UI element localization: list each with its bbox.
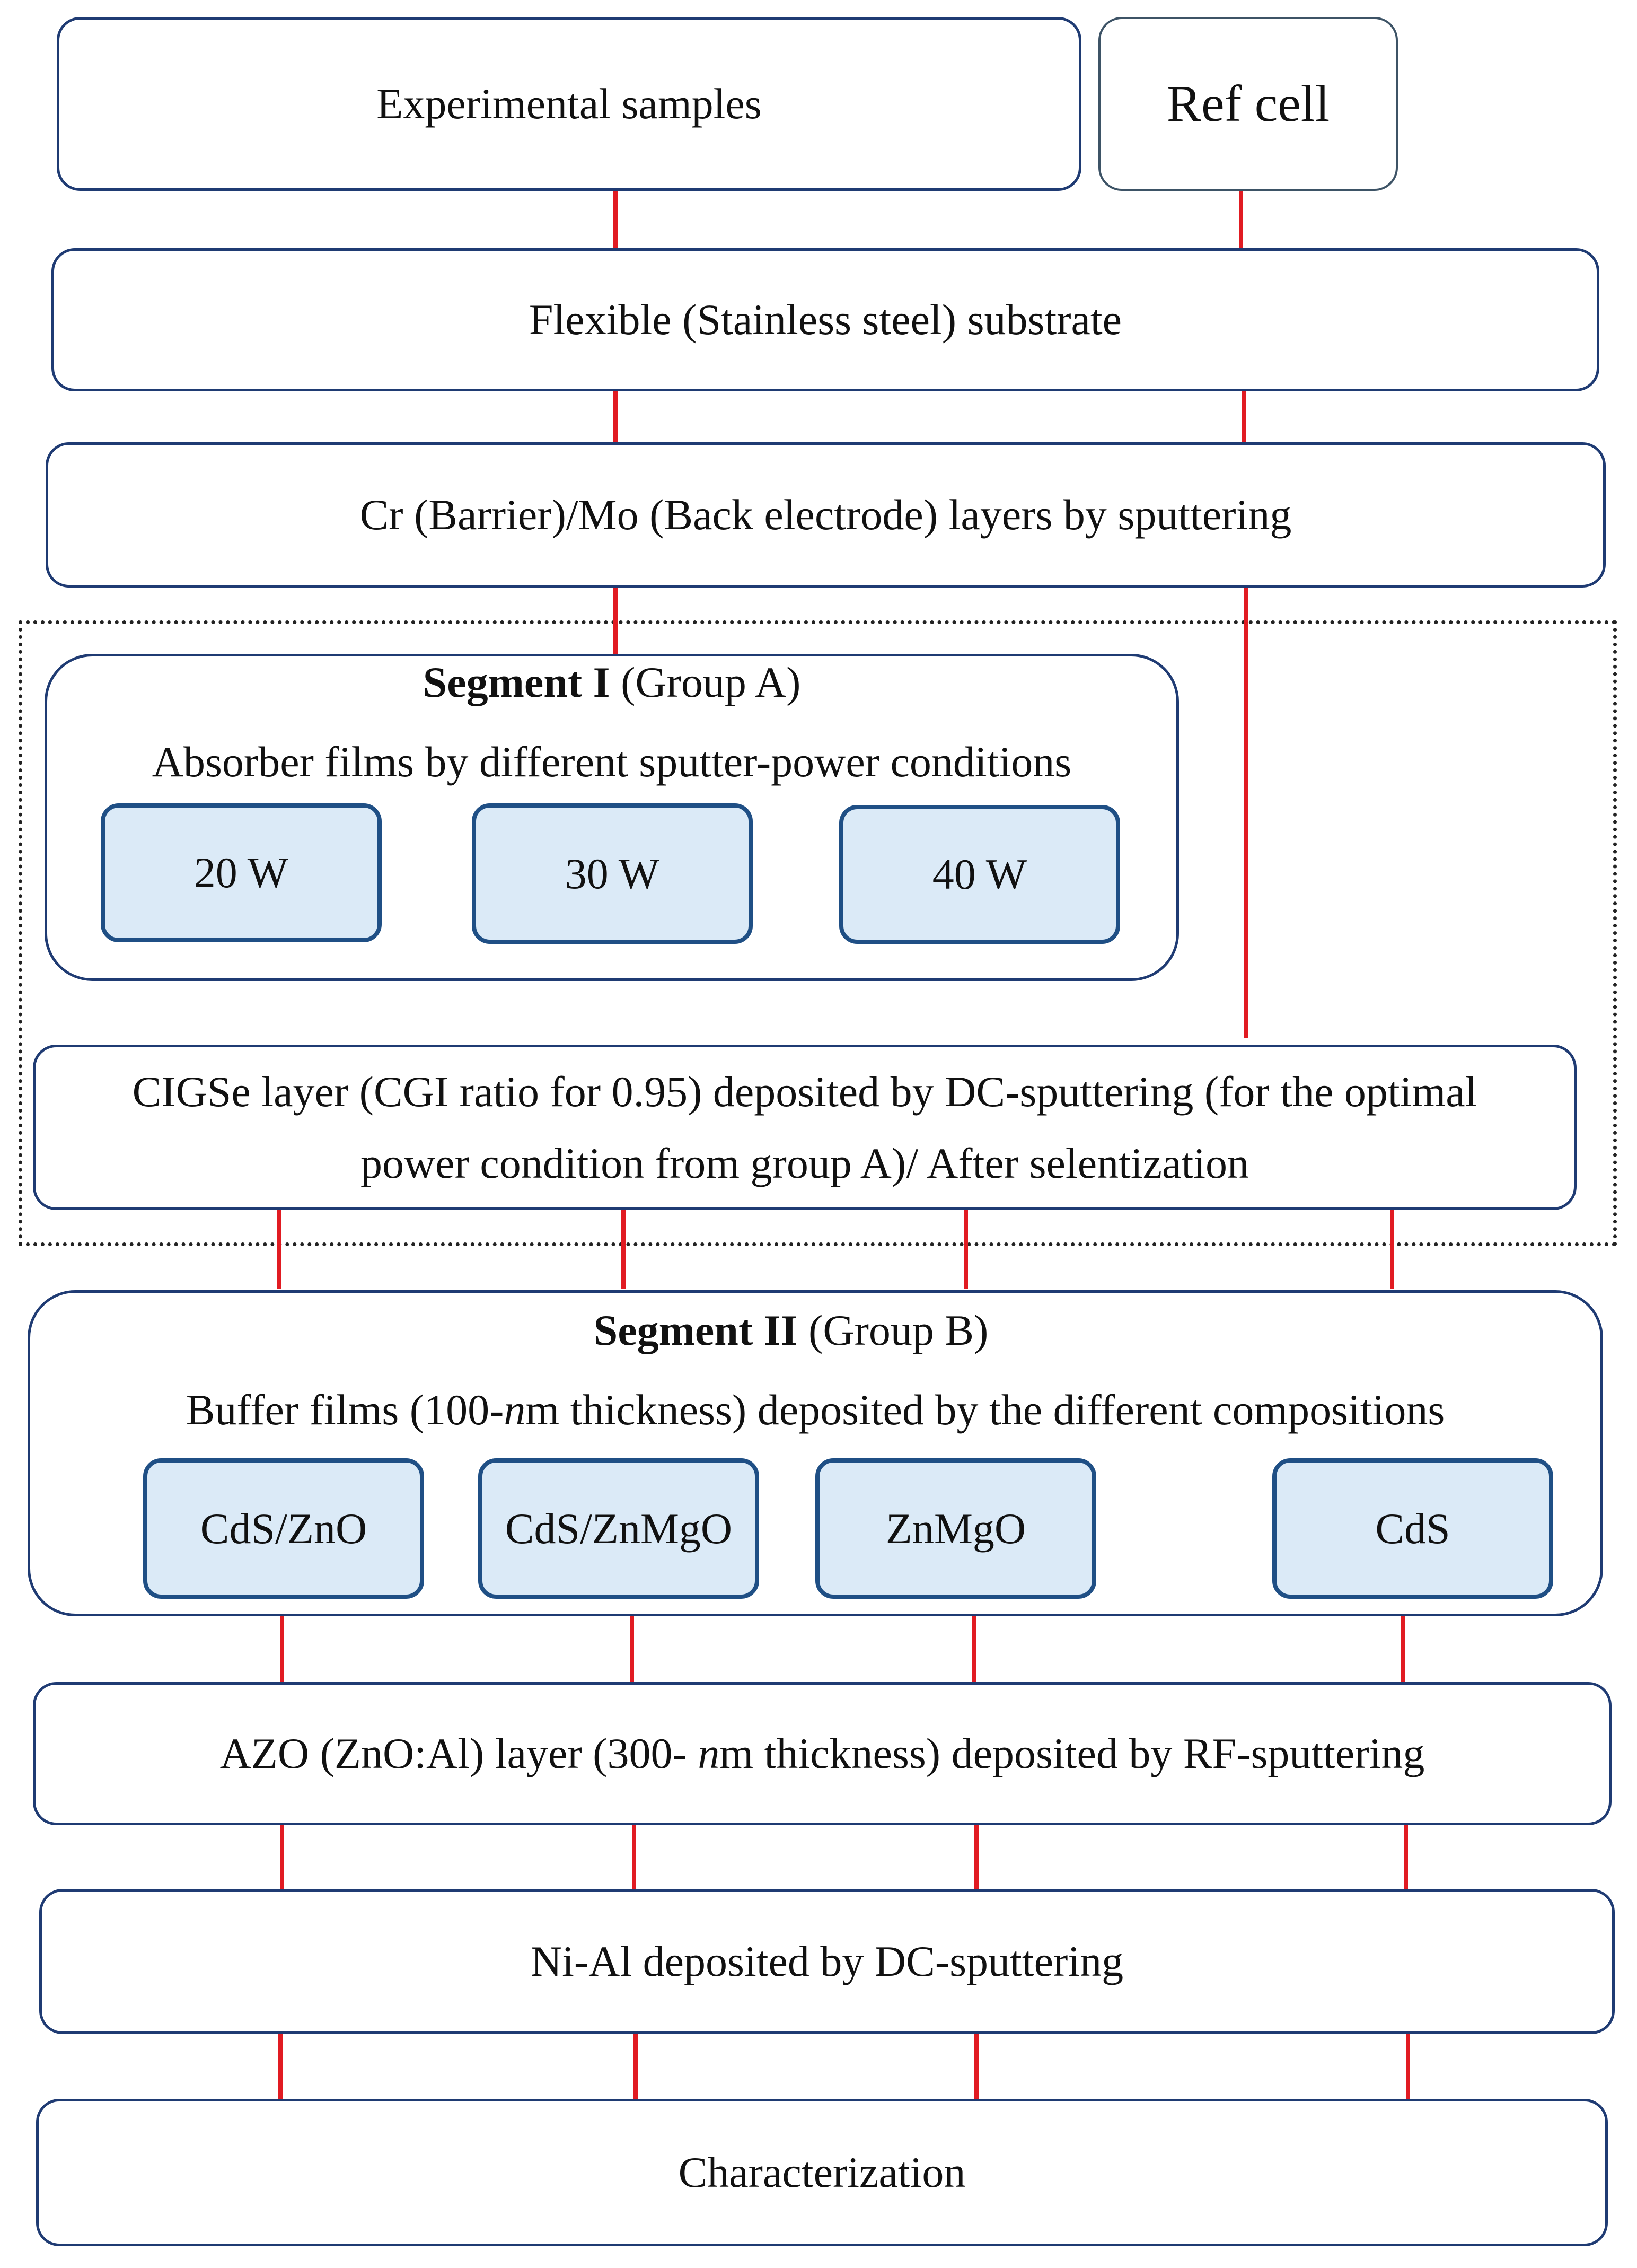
buffer-cds-znmgo-chip: CdS/ZnMgO — [478, 1458, 759, 1599]
segment-one-subtitle: Absorber films by different sputter-powe… — [45, 737, 1179, 787]
buffer-label: CdS — [1375, 1504, 1450, 1553]
substrate-label: Flexible (Stainless steel) substrate — [529, 295, 1122, 344]
segment-two-subtitle: Buffer films (100-nm thickness) deposite… — [28, 1385, 1603, 1435]
power-30w-chip: 30 W — [472, 803, 753, 944]
power-label: 20 W — [193, 848, 289, 897]
segment-two-subtitle-post: m thickness) deposited by the different … — [525, 1386, 1445, 1434]
connector-line — [613, 391, 618, 443]
connector-line — [1401, 1616, 1405, 1684]
ni-al-label: Ni-Al deposited by DC-sputtering — [530, 1937, 1124, 1986]
characterization-label: Characterization — [678, 2148, 966, 2197]
experimental-samples-box: Experimental samples — [57, 17, 1081, 191]
segment-one-title-rest: (Group A) — [610, 658, 801, 706]
connector-line — [630, 1616, 634, 1684]
power-label: 30 W — [565, 849, 660, 898]
characterization-box: Characterization — [36, 2099, 1608, 2246]
cr-mo-box: Cr (Barrier)/Mo (Back electrode) layers … — [46, 442, 1606, 588]
cigse-line-1: CIGSe layer (CGI ratio for 0.95) deposit… — [132, 1067, 1477, 1116]
buffer-cds-chip: CdS — [1272, 1458, 1553, 1599]
ni-al-box: Ni-Al deposited by DC-sputtering — [39, 1889, 1615, 2034]
azo-box: AZO (ZnO:Al) layer (300- nm thickness) d… — [33, 1682, 1612, 1825]
connector-line — [974, 2032, 979, 2100]
connector-line — [278, 2032, 283, 2100]
segment-two-subtitle-italic: n — [504, 1386, 526, 1434]
power-40w-chip: 40 W — [839, 805, 1120, 944]
connector-line — [613, 191, 618, 249]
buffer-label: CdS/ZnMgO — [505, 1504, 733, 1553]
connector-line — [1239, 191, 1243, 249]
connector-line — [632, 1824, 636, 1892]
connector-line — [280, 1616, 284, 1684]
segment-two-title: Segment II (Group B) — [28, 1306, 1554, 1355]
substrate-box: Flexible (Stainless steel) substrate — [51, 248, 1599, 391]
connector-line — [277, 1210, 281, 1289]
power-label: 40 W — [932, 850, 1027, 898]
cigse-box: CIGSe layer (CGI ratio for 0.95) deposit… — [33, 1045, 1577, 1210]
segment-two-subtitle-pre: Buffer films (100- — [186, 1386, 504, 1434]
buffer-label: ZnMgO — [885, 1504, 1026, 1553]
buffer-cds-zno-chip: CdS/ZnO — [143, 1458, 424, 1599]
segment-two-title-bold: Segment II — [593, 1306, 798, 1354]
connector-line — [974, 1824, 979, 1892]
connector-line — [613, 588, 618, 655]
connector-line — [1406, 2032, 1410, 2100]
connector-line — [1404, 1824, 1408, 1892]
connector-line — [1244, 588, 1248, 1038]
ref-cell-label: Ref cell — [1166, 75, 1330, 133]
azo-label-post: m thickness) deposited by RF-sputtering — [719, 1729, 1425, 1778]
connector-line — [280, 1824, 284, 1892]
connector-line — [972, 1616, 976, 1684]
ref-cell-box: Ref cell — [1098, 17, 1398, 191]
experimental-samples-label: Experimental samples — [376, 80, 762, 128]
cigse-text: CIGSe layer (CGI ratio for 0.95) deposit… — [133, 1056, 1477, 1199]
power-20w-chip: 20 W — [101, 803, 382, 942]
segment-one-title-bold: Segment I — [423, 658, 610, 706]
segment-one-subtitle-text: Absorber films by different sputter-powe… — [152, 738, 1072, 786]
connector-line — [1390, 1210, 1394, 1289]
azo-label-italic: n — [698, 1729, 720, 1778]
connector-line — [1242, 391, 1246, 443]
azo-label: AZO (ZnO:Al) layer (300- nm thickness) d… — [220, 1718, 1425, 1789]
buffer-label: CdS/ZnO — [200, 1504, 367, 1553]
connector-line — [964, 1210, 968, 1289]
segment-one-title: Segment I (Group A) — [45, 658, 1179, 707]
connector-line — [621, 1210, 626, 1289]
connector-line — [633, 2032, 638, 2100]
cr-mo-label: Cr (Barrier)/Mo (Back electrode) layers … — [359, 491, 1292, 539]
segment-two-title-rest: (Group B) — [797, 1306, 989, 1354]
buffer-znmgo-chip: ZnMgO — [815, 1458, 1096, 1599]
cigse-line-2: power condition from group A)/ After sel… — [360, 1139, 1249, 1187]
azo-label-pre: AZO (ZnO:Al) layer (300- — [219, 1729, 698, 1778]
segment-one-dotted-outline — [19, 620, 1617, 1246]
